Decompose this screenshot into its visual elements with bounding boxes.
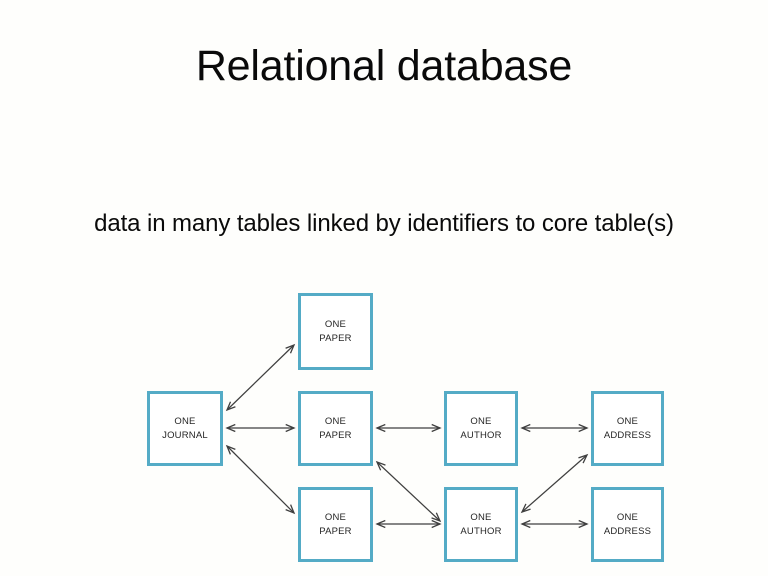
entity-label-line1: ONE	[470, 415, 492, 427]
connector-paper-mid-to-author-bottom	[375, 460, 442, 523]
entity-box-address-mid[interactable]: ONE ADDRESS	[591, 391, 664, 466]
connector-journal-to-paper-bottom	[225, 444, 296, 515]
entity-box-paper-bottom[interactable]: ONE PAPER	[298, 487, 373, 562]
connector-author-bottom-to-address-bot	[520, 519, 589, 529]
entity-label-line2: AUTHOR	[460, 525, 502, 537]
entity-label-line2: AUTHOR	[460, 429, 502, 441]
entity-label-line2: PAPER	[319, 332, 352, 344]
entity-label-line2: ADDRESS	[603, 525, 652, 537]
entity-label-line1: ONE	[616, 511, 639, 523]
slide-subtitle: data in many tables linked by identifier…	[94, 210, 674, 237]
entity-label-line1: ONE	[324, 511, 347, 523]
entity-label-line2: PAPER	[319, 429, 352, 441]
connector-journal-to-paper-top	[225, 343, 296, 412]
entity-label-line1: ONE	[174, 415, 196, 427]
connector-journal-to-paper-mid	[225, 423, 296, 433]
connector-author-bottom-to-address-mid	[520, 453, 589, 514]
entity-label-line1: ONE	[616, 415, 639, 427]
entity-label-line2: PAPER	[319, 525, 352, 537]
entity-box-address-bottom[interactable]: ONE ADDRESS	[591, 487, 664, 562]
entity-box-paper-top[interactable]: ONE PAPER	[298, 293, 373, 370]
entity-label-line2: JOURNAL	[162, 429, 208, 441]
entity-box-journal[interactable]: ONE JOURNAL	[147, 391, 223, 466]
connector-paper-bottom-to-author-bottom	[375, 519, 442, 529]
entity-label-line1: ONE	[470, 511, 492, 523]
connector-paper-mid-to-author-mid	[375, 423, 442, 433]
entity-box-author-bottom[interactable]: ONE AUTHOR	[444, 487, 518, 562]
entity-box-author-mid[interactable]: ONE AUTHOR	[444, 391, 518, 466]
entity-box-paper-mid[interactable]: ONE PAPER	[298, 391, 373, 466]
connector-author-mid-to-address-mid	[520, 423, 589, 433]
entity-label-line2: ADDRESS	[603, 429, 652, 441]
entity-label-line1: ONE	[324, 318, 347, 330]
page-title: Relational database	[195, 42, 573, 90]
entity-label-line1: ONE	[324, 415, 347, 427]
